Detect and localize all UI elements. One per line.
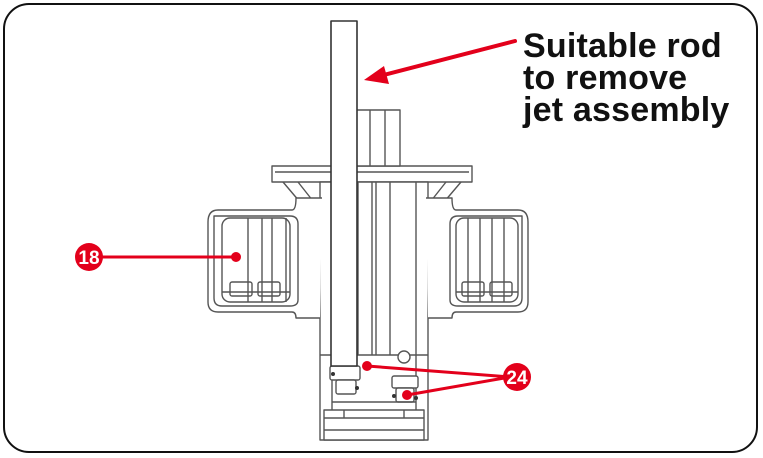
part-18-leader [100, 252, 241, 262]
callout-line-3: jet assembly [523, 91, 730, 129]
rod-callout-text: Suitable rod to remove jet assembly [523, 27, 730, 129]
part-24-badge: 24 [503, 363, 531, 391]
part-18-label: 18 [78, 248, 99, 269]
callout-line-1: Suitable rod [523, 27, 722, 65]
part-24-label: 24 [506, 368, 528, 389]
right-housing [426, 197, 529, 319]
callout-line-2: to remove [523, 59, 688, 97]
removal-rod [330, 20, 358, 367]
left-housing [207, 197, 322, 319]
part-24-leaders [362, 361, 511, 400]
part-18-badge: 18 [75, 243, 103, 271]
upper-block [349, 109, 401, 167]
rod-pointer-arrow [364, 39, 517, 84]
